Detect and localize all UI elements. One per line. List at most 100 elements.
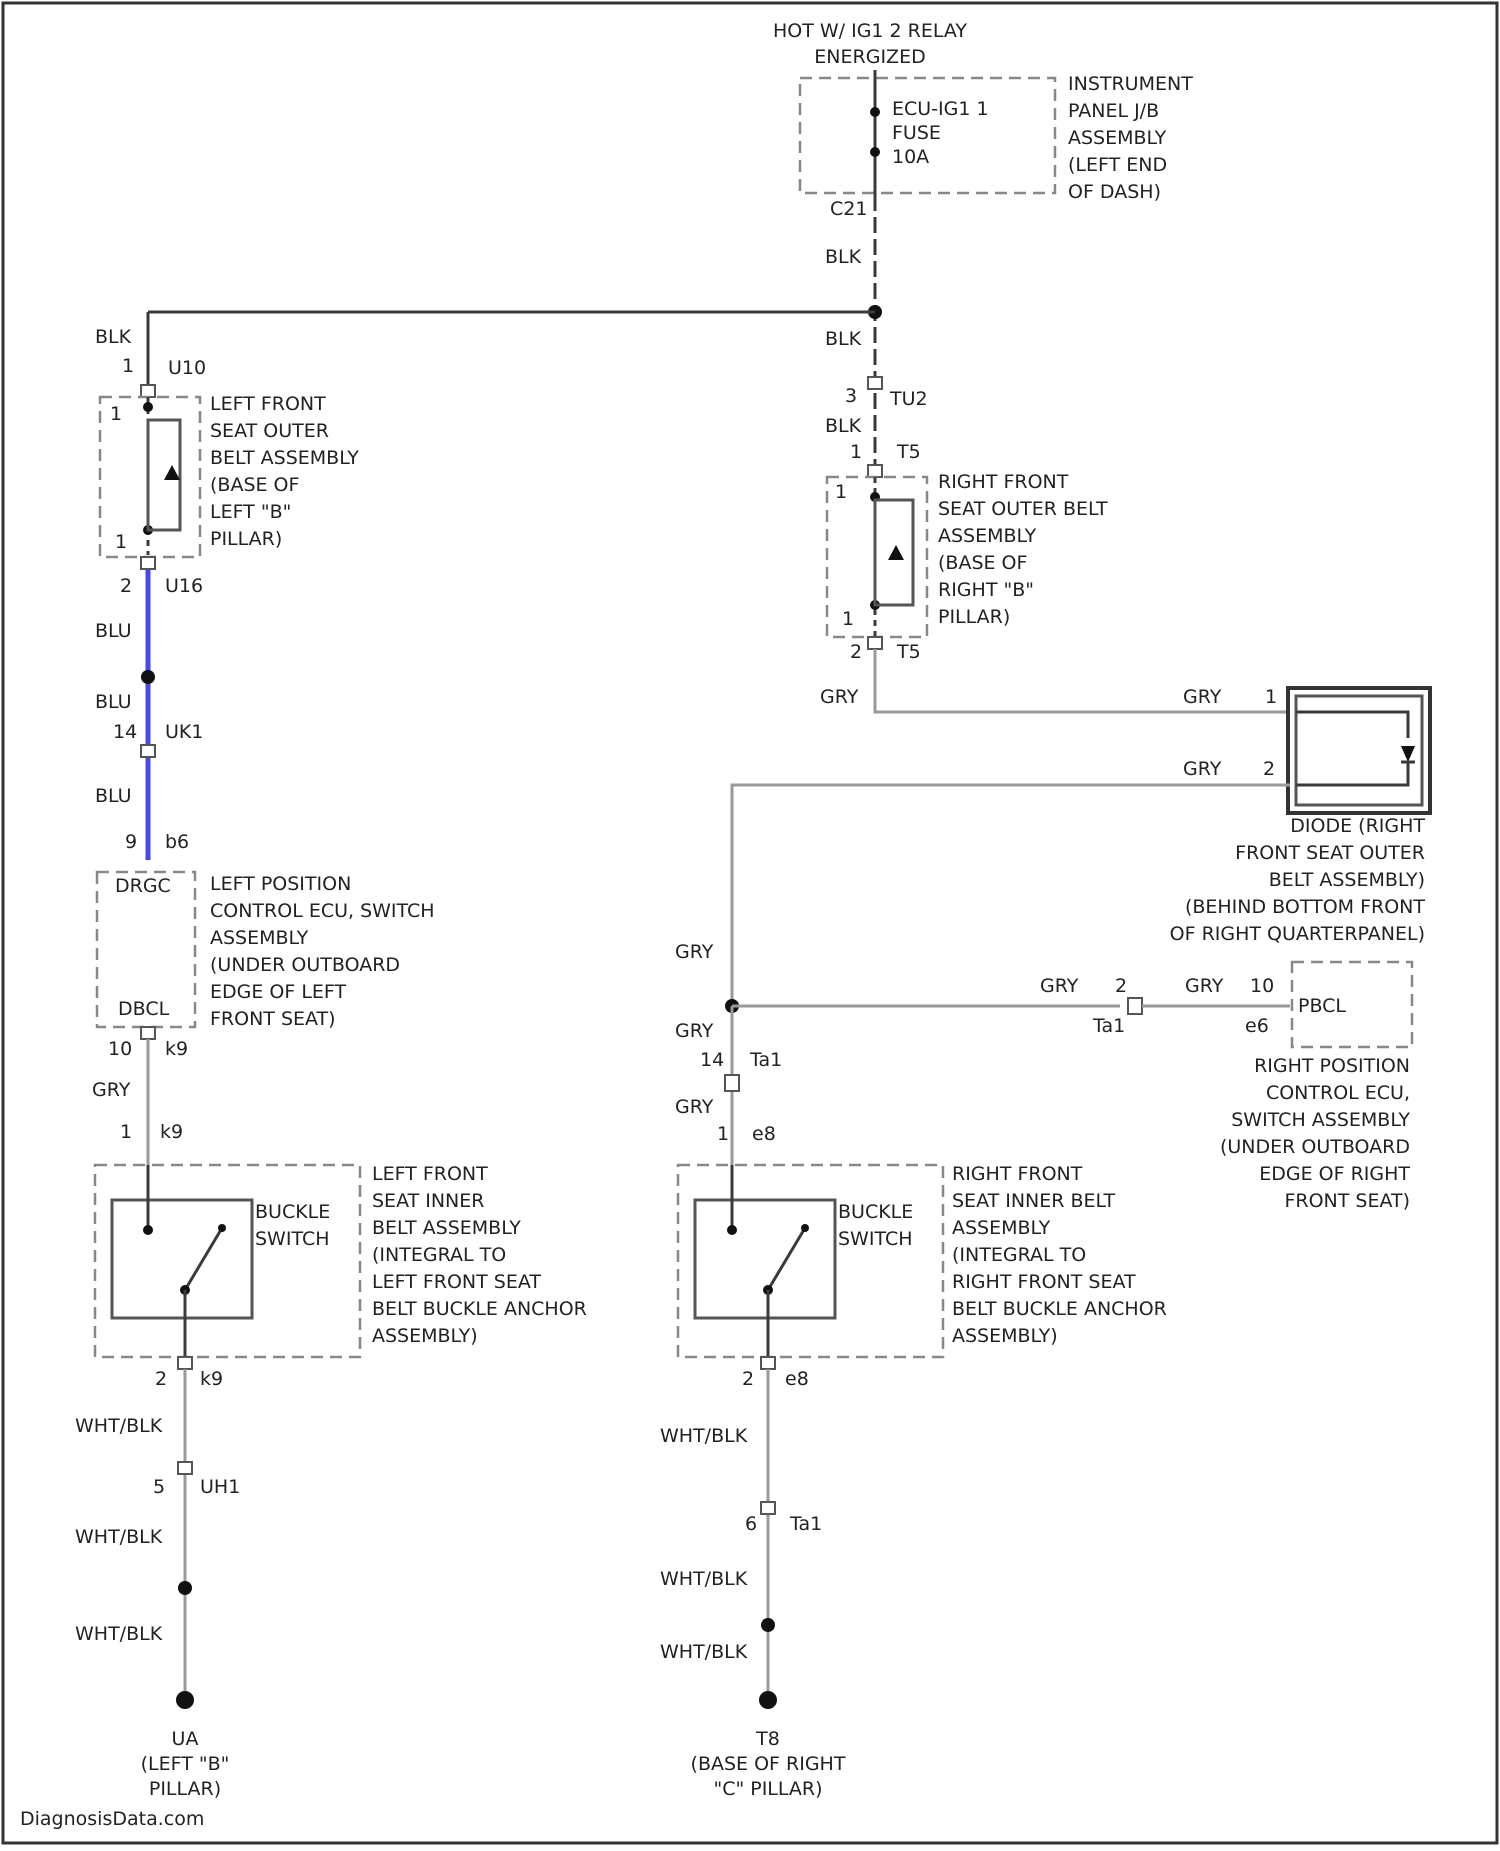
right-ground-line: (BASE OF RIGHT: [691, 1753, 846, 1775]
diode-label-line: OF RIGHT QUARTERPANEL): [1170, 923, 1425, 945]
diode-label-line: BELT ASSEMBLY): [1269, 869, 1425, 891]
right-inner-label-line: (INTEGRAL TO: [952, 1244, 1086, 1266]
right-outer-label-line: (BASE OF: [938, 552, 1027, 574]
right-buckle-label: BUCKLE: [838, 1201, 913, 1223]
left-ecu-label-line: EDGE OF LEFT: [210, 981, 347, 1003]
right-ground-id: T8: [755, 1728, 780, 1750]
right-outer-diode-icon: [888, 545, 904, 560]
fuse-label-line: 10A: [892, 146, 929, 168]
left-ecu-label-line: FRONT SEAT): [210, 1008, 336, 1030]
left-inner-top-pin: 1: [120, 1121, 132, 1143]
jb-location-line: INSTRUMENT: [1068, 73, 1193, 95]
splice-right-ground: [761, 1618, 775, 1632]
left-inner-label-line: BELT BUCKLE ANCHOR: [372, 1298, 587, 1320]
watermark-text: DiagnosisData.com: [20, 1808, 204, 1830]
left-buckle-contact: [143, 1225, 153, 1235]
left-ecu-bottom-id: k9: [165, 1038, 188, 1060]
wire-color-wht-blk: WHT/BLK: [660, 1425, 748, 1447]
wire-color-blk: BLK: [825, 328, 862, 350]
connector-ta1-splice: [725, 1075, 739, 1091]
diode-label-line: (BEHIND BOTTOM FRONT: [1185, 896, 1425, 918]
connector-uh1: [178, 1462, 192, 1474]
right-outer-label-line: RIGHT FRONT: [938, 471, 1069, 493]
splice-left-ground: [178, 1581, 192, 1595]
left-outer-conn-id: U16: [165, 575, 203, 597]
wire-color-wht-blk: WHT/BLK: [75, 1526, 163, 1548]
gry-to-diode-pin1: [875, 649, 1290, 712]
right-inner-label-line: SEAT INNER BELT: [952, 1190, 1116, 1212]
connector-uk1: [141, 745, 155, 757]
wire-color-blk: BLK: [825, 246, 862, 268]
wire-color-gry: GRY: [675, 1096, 714, 1118]
wire-color-wht-blk: WHT/BLK: [660, 1641, 748, 1663]
wire-color-wht-blk: WHT/BLK: [75, 1623, 163, 1645]
diode-internal-wire-2: [1296, 762, 1408, 785]
right-ground-line: "C" PILLAR): [713, 1778, 822, 1800]
right-inner-belt-box: [678, 1165, 943, 1357]
connector-k9-ecu: [141, 1027, 155, 1039]
wire-color-gry: GRY: [820, 686, 859, 708]
right-ecu-pin-id: e6: [1245, 1015, 1269, 1037]
right-inner-label-line: ASSEMBLY: [952, 1217, 1051, 1239]
right-outer-conn-pin: 3: [845, 385, 857, 407]
right-ecu-label-line: CONTROL ECU,: [1266, 1082, 1410, 1104]
left-ecu-label-line: (UNDER OUTBOARD: [210, 954, 400, 976]
jb-location-line: OF DASH): [1068, 181, 1161, 203]
left-outer-inner-pin: 1: [115, 531, 127, 553]
jb-location-line: ASSEMBLY: [1068, 127, 1167, 149]
connector-ta1-ground: [761, 1502, 775, 1514]
jb-location-line: (LEFT END: [1068, 154, 1167, 176]
right-inner-label-line: BELT BUCKLE ANCHOR: [952, 1298, 1167, 1320]
right-inner-top-id: e8: [752, 1123, 776, 1145]
left-outer-conn-id: U10: [168, 357, 206, 379]
wire-color-blu: BLU: [95, 691, 132, 713]
power-source-label: HOT W/ IG1 2 RELAY: [773, 20, 967, 42]
right-ecu-label-line: (UNDER OUTBOARD: [1220, 1136, 1410, 1158]
fuse-pin-label: C21: [830, 198, 867, 220]
right-outer-label-line: ASSEMBLY: [938, 525, 1037, 547]
right-inner-label-line: RIGHT FRONT: [952, 1163, 1083, 1185]
right-outer-label-line: PILLAR): [938, 606, 1010, 628]
wire-color-gry: GRY: [1183, 758, 1222, 780]
wire-color-gry: GRY: [1183, 686, 1222, 708]
left-ecu-inner-bottom: DBCL: [118, 998, 170, 1020]
right-outer-label-line: RIGHT "B": [938, 579, 1034, 601]
jb-location-line: PANEL J/B: [1068, 100, 1159, 122]
right-ecu-inner: PBCL: [1298, 995, 1346, 1017]
left-inner-bottom-pin: 2: [155, 1368, 167, 1390]
splice-blu: [141, 670, 155, 684]
left-ground-line: PILLAR): [149, 1778, 221, 1800]
left-inner-label-line: ASSEMBLY): [372, 1325, 478, 1347]
left-inner-label-line: SEAT INNER: [372, 1190, 484, 1212]
left-ecu-inner-top: DRGC: [115, 875, 171, 897]
left-ecu-top-pin: 9: [125, 831, 137, 853]
left-ground-line: (LEFT "B": [141, 1753, 230, 1775]
right-outer-conn-pin: 1: [850, 441, 862, 463]
left-outer-conn-pin: 1: [122, 355, 134, 377]
left-ecu-bottom-pin: 10: [108, 1038, 132, 1060]
left-ground-conn-pin: 5: [153, 1476, 165, 1498]
right-outer-conn-pin: 2: [850, 641, 862, 663]
wire-color-blu: BLU: [95, 620, 132, 642]
left-buckle-switch-box: [112, 1200, 252, 1318]
left-outer-label-line: PILLAR): [210, 528, 282, 550]
left-buckle-switch-arm: [185, 1228, 222, 1290]
wire-color-wht-blk: WHT/BLK: [660, 1568, 748, 1590]
fuse-terminal-bottom: [870, 147, 880, 157]
right-outer-conn-id: T5: [896, 441, 921, 463]
left-outer-label-line: BELT ASSEMBLY: [210, 447, 359, 469]
right-ecu-conn-id: Ta1: [1092, 1015, 1125, 1037]
right-outer-inner-pin: 1: [835, 481, 847, 503]
wire-color-gry: GRY: [675, 941, 714, 963]
connector-t5-bottom: [868, 637, 882, 649]
right-outer-conn-id: T5: [896, 641, 921, 663]
right-inner-label-line: RIGHT FRONT SEAT: [952, 1271, 1136, 1293]
connector-t5-top: [868, 465, 882, 477]
left-buckle-arm-tip: [218, 1224, 226, 1232]
diode-internal-wire: [1296, 712, 1408, 738]
left-ecu-label-line: LEFT POSITION: [210, 873, 351, 895]
connector-k9-bottom: [178, 1357, 192, 1369]
right-inner-bottom-pin: 2: [742, 1368, 754, 1390]
